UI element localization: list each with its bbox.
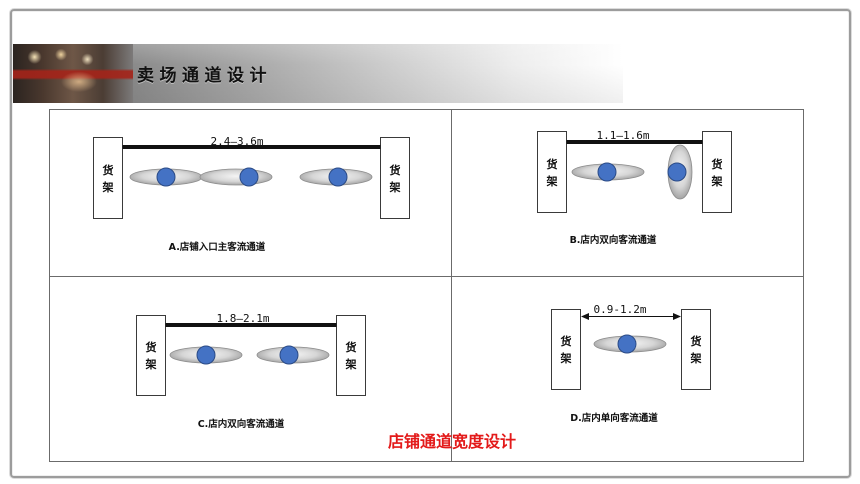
panel-a: 货 架 货 架 2.4—3.6m A.店铺入口主客流通道 [93, 135, 410, 253]
shopper [571, 162, 645, 182]
aisle-width-label: 0.9-1.2m [594, 303, 647, 316]
shelf-rect [136, 315, 166, 396]
aisle-width-label: 2.4—3.6m [211, 135, 264, 148]
shelf-label-bottom: 架 [560, 351, 572, 365]
shelf-right: 货 架 [336, 315, 366, 396]
shelf-label-bottom: 架 [711, 174, 723, 188]
shopper-sideways [667, 144, 693, 200]
panel-caption: C.店内双向客流通道 [198, 418, 285, 430]
shopper-head [597, 162, 617, 182]
panel-d: 货 架 货 架 0.9-1.2m D.店内单向客流通道 [551, 303, 711, 424]
shopper-head [617, 334, 637, 354]
shelf-label-bottom: 架 [389, 180, 401, 194]
shelf-rect [551, 309, 581, 390]
shelf-right: 货 架 [681, 309, 711, 390]
panel-caption: D.店内单向客流通道 [570, 412, 658, 424]
shopper [169, 345, 243, 365]
shopper [129, 167, 203, 187]
shelf-label-bottom: 架 [102, 180, 114, 194]
shelf-rect [93, 137, 123, 219]
shopper-head [196, 345, 216, 365]
shelf-label-top: 货 [690, 334, 702, 348]
store-photo [13, 44, 133, 103]
shelf-right: 货 架 [702, 131, 732, 213]
shelf-left: 货 架 [93, 137, 123, 219]
panel-caption: B.店内双向客流通道 [570, 234, 657, 246]
arrow-right-icon [673, 313, 681, 320]
shelf-label-bottom: 架 [546, 174, 558, 188]
shelf-label-top: 货 [145, 340, 157, 354]
shopper-head [279, 345, 299, 365]
panel-c: 货 架 货 架 1.8—2.1m C.店内双向客流通道 [136, 312, 366, 430]
aisle-width-arrow [581, 313, 681, 320]
aisle-width-label: 1.1—1.6m [597, 129, 650, 142]
aisle-width-label: 1.8—2.1m [217, 312, 270, 325]
shelf-label-top: 货 [560, 334, 572, 348]
panel-b: 货 架 货 架 1.1—1.6m B.店内双向客流通道 [537, 129, 732, 246]
shelf-rect [681, 309, 711, 390]
footer-caption: 店铺通道宽度设计 [388, 432, 516, 451]
shelf-label-bottom: 架 [145, 357, 157, 371]
shelf-rect [336, 315, 366, 396]
shelf-label-top: 货 [102, 163, 114, 177]
shelf-label-top: 货 [345, 340, 357, 354]
shopper-head [156, 167, 176, 187]
slide-title: 卖场通道设计 [137, 66, 272, 86]
shelf-left: 货 架 [537, 131, 567, 213]
panel-caption: A.店铺入口主客流通道 [169, 241, 266, 253]
shopper [299, 167, 373, 187]
shopper-head [667, 162, 687, 182]
shelf-label-top: 货 [711, 157, 723, 171]
shelf-rect [380, 137, 410, 219]
arrow-left-icon [581, 313, 589, 320]
shopper [593, 334, 667, 354]
shelf-left: 货 架 [551, 309, 581, 390]
shelf-label-top: 货 [546, 157, 558, 171]
shopper-body [199, 168, 273, 186]
slide-frame [10, 9, 851, 478]
shelf-label-top: 货 [389, 163, 401, 177]
shopper-head [328, 167, 348, 187]
shelf-label-bottom: 架 [690, 351, 702, 365]
shopper [199, 167, 273, 187]
shelf-left: 货 架 [136, 315, 166, 396]
shelf-label-bottom: 架 [345, 357, 357, 371]
diagram-border [49, 109, 804, 462]
shelf-rect [702, 131, 732, 213]
shelf-right: 货 架 [380, 137, 410, 219]
shelf-rect [537, 131, 567, 213]
shopper-head [239, 167, 259, 187]
shopper [256, 345, 330, 365]
